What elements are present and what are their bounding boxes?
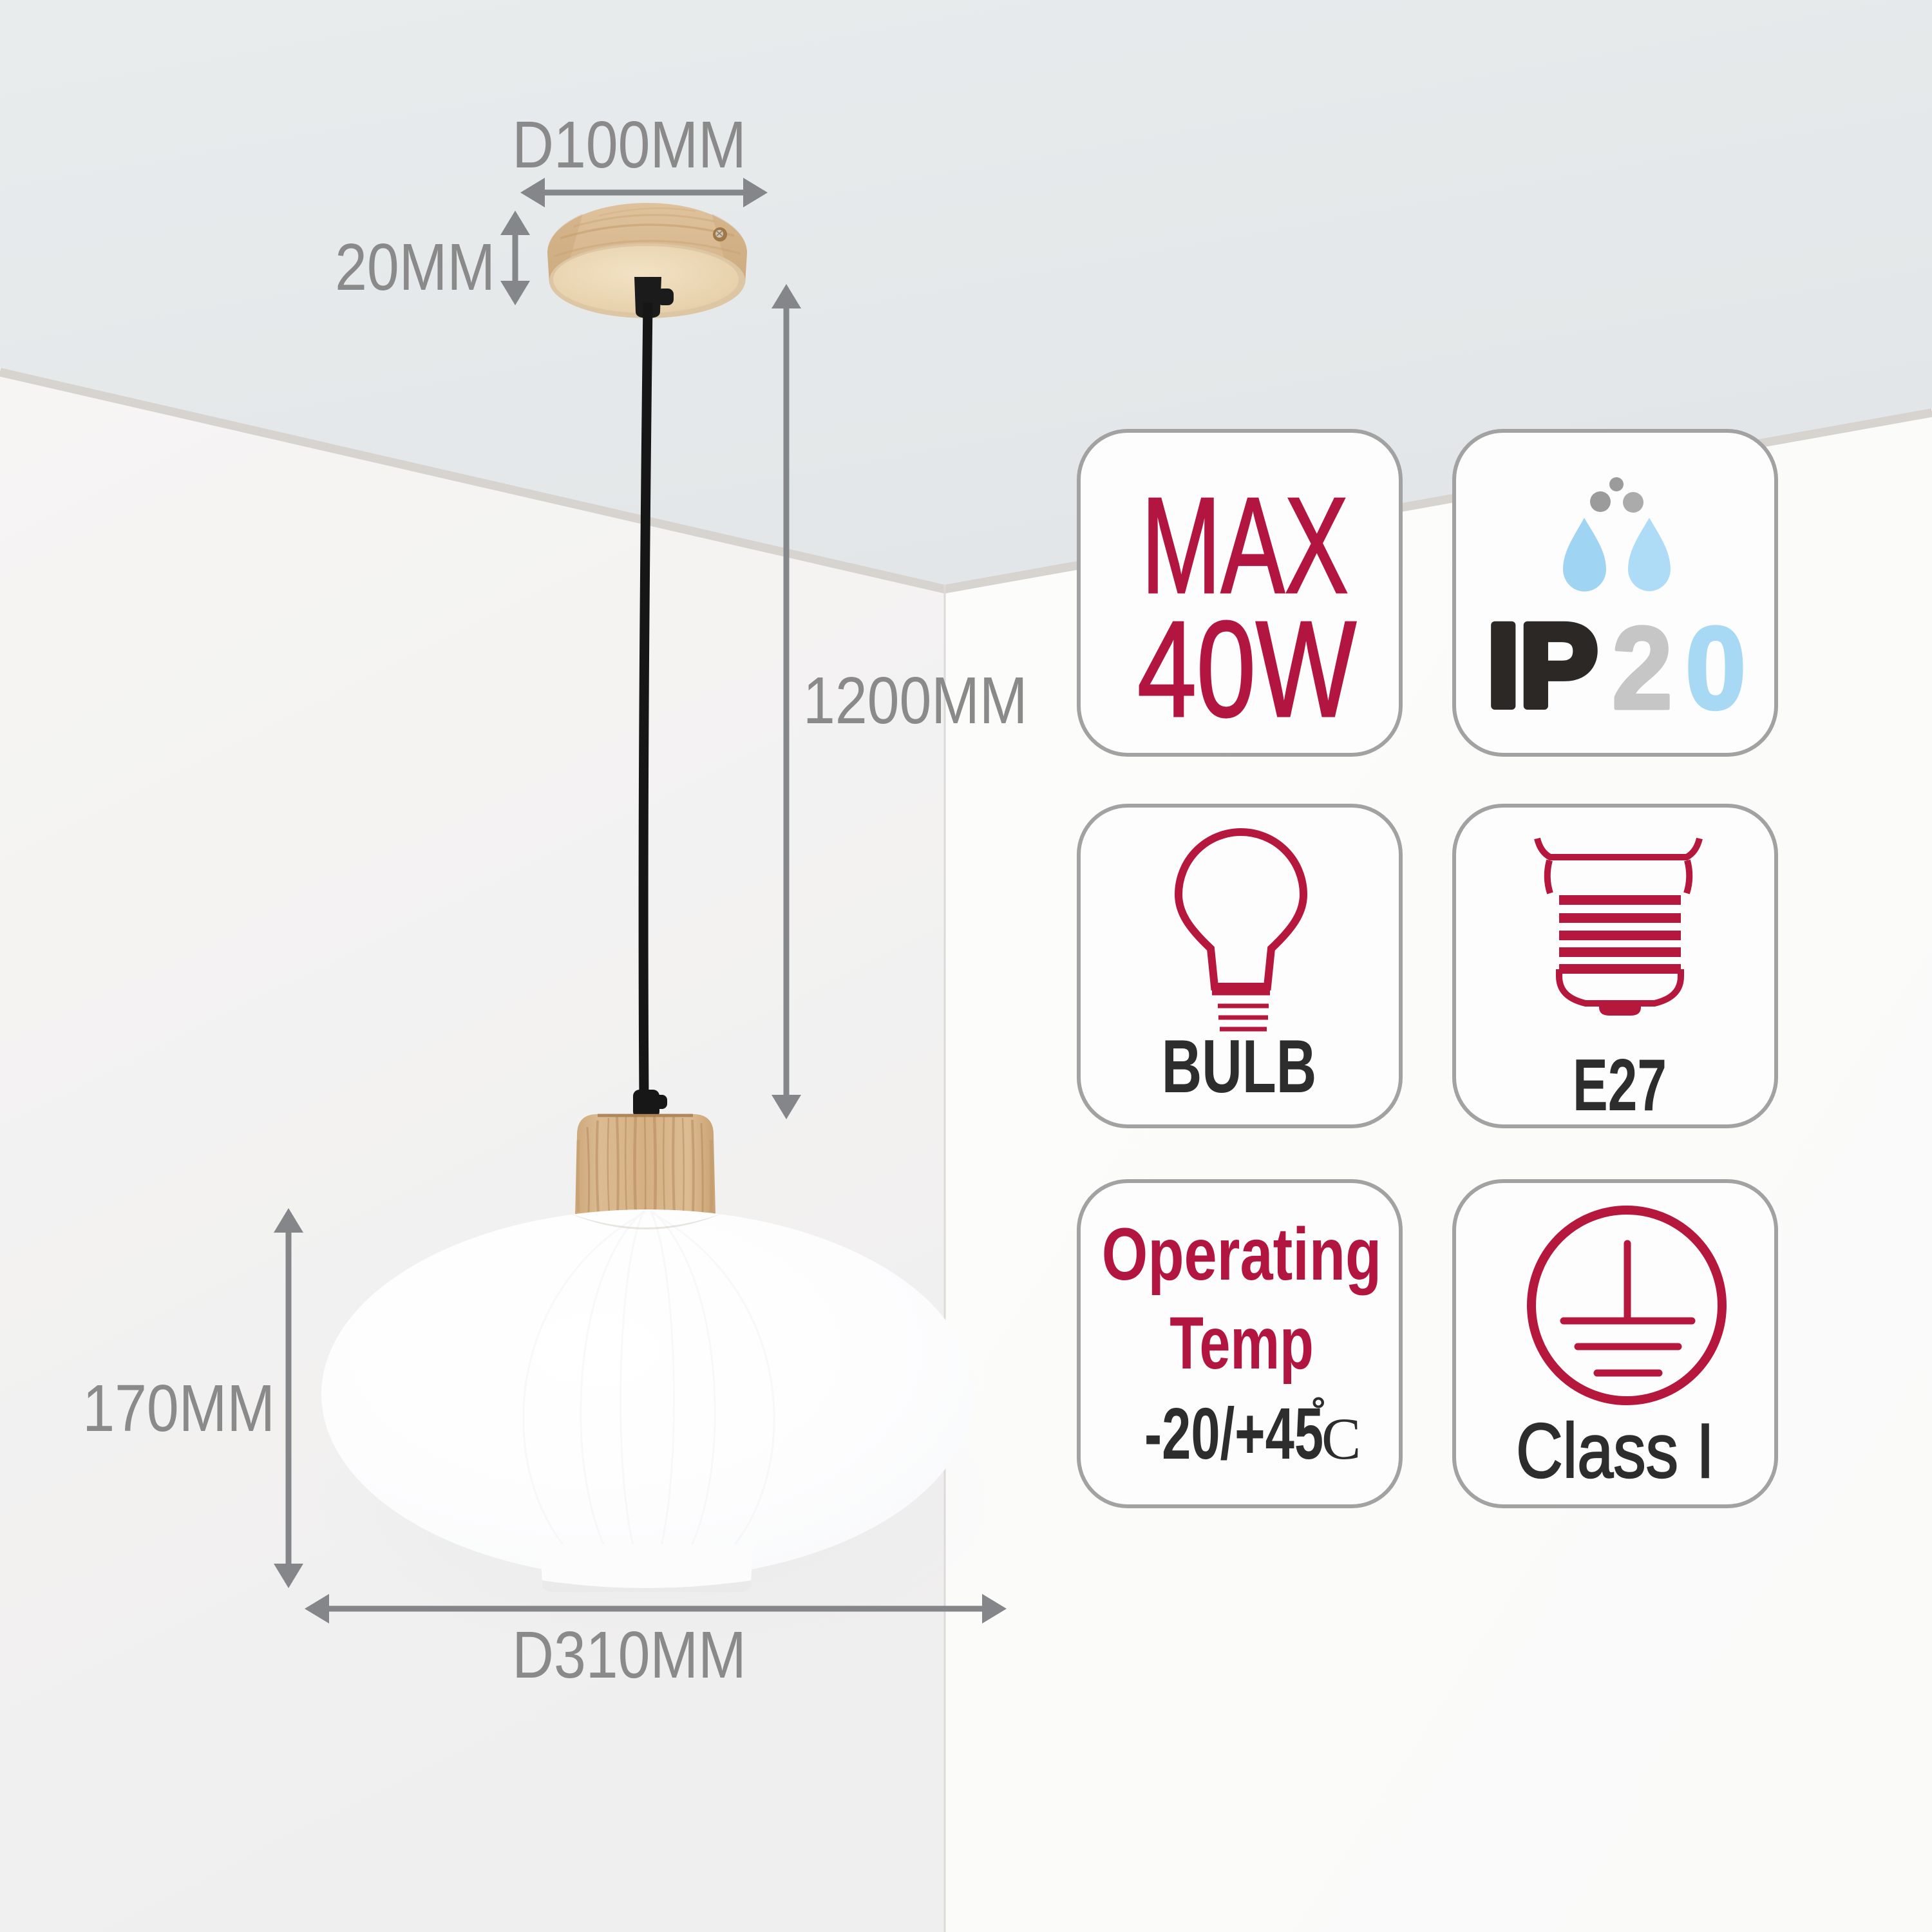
svg-text:Operating: Operating bbox=[1102, 1213, 1381, 1296]
svg-text:1200MM: 1200MM bbox=[803, 664, 1028, 737]
svg-text:D100MM: D100MM bbox=[512, 108, 746, 182]
svg-text:170MM: 170MM bbox=[82, 1372, 275, 1445]
svg-text:-20/+45: -20/+45 bbox=[1144, 1393, 1323, 1474]
svg-text:2: 2 bbox=[1612, 603, 1672, 734]
svg-text:20MM: 20MM bbox=[335, 231, 495, 304]
svg-text:Temp: Temp bbox=[1170, 1302, 1314, 1385]
svg-text:40W: 40W bbox=[1137, 593, 1356, 745]
svg-text:D310MM: D310MM bbox=[512, 1618, 746, 1692]
svg-text:C: C bbox=[1321, 1406, 1361, 1472]
svg-text:E27: E27 bbox=[1573, 1045, 1667, 1126]
svg-text:°: ° bbox=[1311, 1389, 1325, 1430]
svg-text:0: 0 bbox=[1685, 603, 1746, 734]
svg-text:Class I: Class I bbox=[1516, 1408, 1714, 1494]
svg-text:IP: IP bbox=[1487, 600, 1598, 731]
svg-text:MAX: MAX bbox=[1141, 469, 1349, 622]
svg-text:BULB: BULB bbox=[1162, 1024, 1316, 1108]
